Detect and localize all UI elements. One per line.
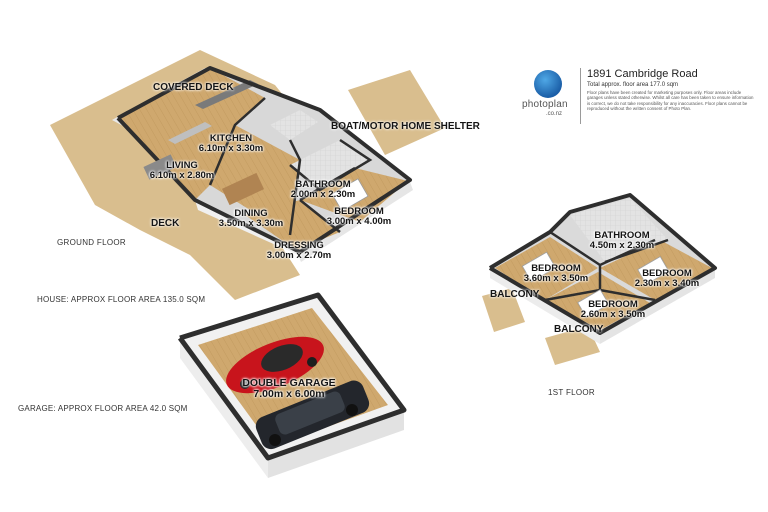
room-name: BEDROOM bbox=[531, 263, 581, 274]
header-divider bbox=[580, 68, 581, 124]
shelter-label: BOAT/MOTOR HOME SHELTER bbox=[331, 121, 480, 132]
room-dimensions: 6.10m x 2.80m bbox=[149, 170, 215, 181]
balcony-left-label: BALCONY bbox=[490, 289, 540, 300]
room-name: LIVING bbox=[166, 160, 198, 171]
room-label-kitchen: KITCHEN 6.10m x 3.30m bbox=[199, 134, 263, 154]
photoplan-logo-icon bbox=[534, 70, 562, 98]
covered-deck-label: COVERED DECK bbox=[153, 82, 234, 93]
first-floor-caption: 1ST FLOOR bbox=[548, 388, 596, 397]
room-name: DINING bbox=[234, 208, 268, 219]
room-label-bathroom: BATHROOM 2.00m x 2.30m bbox=[291, 180, 355, 200]
shelter-pad bbox=[348, 70, 445, 155]
logo-domain: .co.nz bbox=[546, 111, 563, 117]
property-title: 1891 Cambridge Road bbox=[587, 68, 698, 80]
room-label-dining: DINING 3.50m x 3.30m bbox=[219, 209, 283, 229]
room-name: BATHROOM bbox=[594, 230, 650, 241]
room-name: DRESSING bbox=[274, 240, 324, 251]
room-name: BATHROOM bbox=[295, 179, 351, 190]
red-car bbox=[226, 336, 324, 394]
ground-floor-caption: GROUND FLOOR bbox=[57, 238, 126, 247]
room-dimensions: 7.00m x 6.00m bbox=[253, 388, 325, 400]
garage-area-caption: GARAGE: APPROX FLOOR AREA 42.0 SQM bbox=[18, 404, 188, 413]
first-floor-plan bbox=[482, 193, 717, 365]
room-dimensions: 2.60m x 3.50m bbox=[580, 309, 646, 320]
room-name: DOUBLE GARAGE bbox=[242, 377, 336, 389]
room-label-bedroom: BEDROOM 3.00m x 4.00m bbox=[327, 207, 391, 227]
garage-structure bbox=[177, 292, 407, 478]
room-dimensions: 2.00m x 2.30m bbox=[290, 189, 356, 200]
room-name: BEDROOM bbox=[588, 299, 638, 310]
room-label-upper-bathroom: BATHROOM 4.50m x 2.30m bbox=[590, 231, 654, 251]
room-name: BEDROOM bbox=[642, 268, 692, 279]
room-label-upper-bedroom-left: BEDROOM 3.60m x 3.50m bbox=[524, 264, 588, 284]
disclaimer-text: Floor plans have been created for market… bbox=[587, 90, 754, 112]
room-name: BEDROOM bbox=[334, 206, 384, 217]
room-dimensions: 3.00m x 4.00m bbox=[326, 216, 392, 227]
room-dimensions: 3.60m x 3.50m bbox=[523, 273, 589, 284]
room-dimensions: 3.50m x 3.30m bbox=[218, 218, 284, 229]
ground-floor-house bbox=[112, 66, 413, 262]
photoplan-logo: photoplan .co.nz bbox=[522, 68, 578, 124]
deck-label: DECK bbox=[151, 218, 180, 229]
house-area-caption: HOUSE: APPROX FLOOR AREA 135.0 SQM bbox=[37, 295, 206, 304]
room-dimensions: 2.30m x 3.40m bbox=[634, 278, 700, 289]
balcony-bottom-label: BALCONY bbox=[554, 324, 604, 335]
room-dimensions: 4.50m x 2.30m bbox=[589, 240, 655, 251]
room-label-dressing: DRESSING 3.00m x 2.70m bbox=[267, 241, 331, 261]
room-label-garage: DOUBLE GARAGE 7.00m x 6.00m bbox=[242, 378, 335, 400]
dark-car bbox=[255, 380, 370, 450]
room-label-upper-bedroom-bottom: BEDROOM 2.60m x 3.50m bbox=[581, 300, 645, 320]
total-floor-area: Total approx. floor area 177.0 sqm bbox=[587, 82, 679, 88]
room-dimensions: 3.00m x 2.70m bbox=[266, 250, 332, 261]
room-label-living: LIVING 6.10m x 2.80m bbox=[150, 161, 214, 181]
room-dimensions: 6.10m x 3.30m bbox=[198, 143, 264, 154]
room-name: KITCHEN bbox=[209, 133, 253, 144]
room-label-upper-bedroom-right: BEDROOM 2.30m x 3.40m bbox=[635, 269, 699, 289]
logo-name: photoplan bbox=[522, 99, 568, 110]
